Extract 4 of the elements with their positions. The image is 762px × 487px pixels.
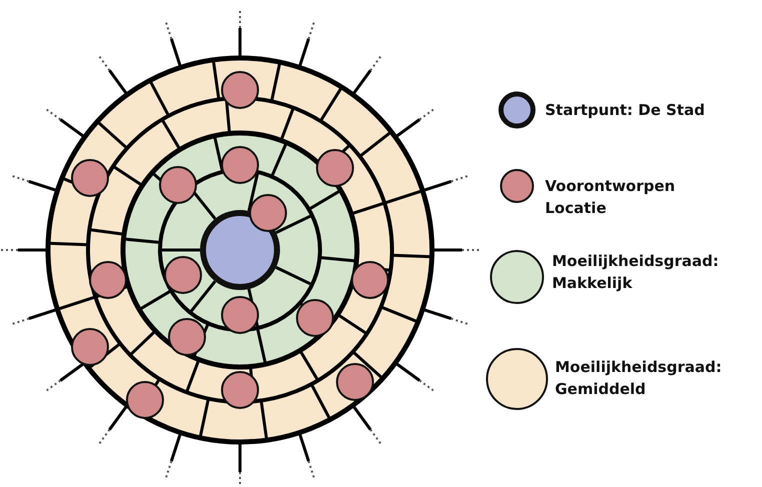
legend-label: Voorontworpen Locatie — [545, 176, 676, 219]
legend-label: Moeilijkheidsgraad: Makkelijk — [552, 251, 720, 294]
legend-label: Startpunt: De Stad — [545, 100, 706, 121]
legend-label: Moeilijkheidsgraad: Gemiddeld — [555, 357, 723, 400]
